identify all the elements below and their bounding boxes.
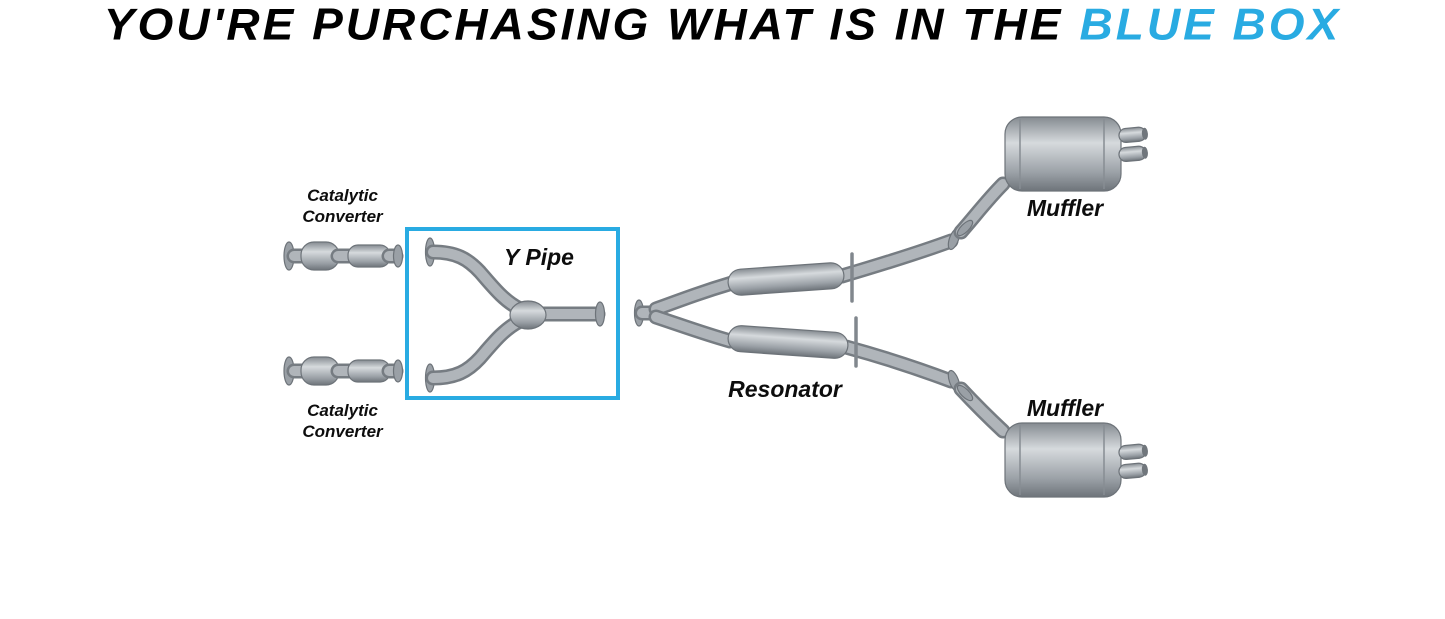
- catalytic-converter-top-graphic: [284, 242, 403, 270]
- label-y-pipe: Y Pipe: [504, 244, 574, 270]
- title-text: YOU'RE PURCHASING WHAT IS IN THE: [103, 0, 1064, 49]
- label-catalytic-converter-top: Catalytic Converter: [302, 186, 383, 226]
- title-highlight-text: BLUE BOX: [1079, 0, 1342, 49]
- resonator-top-graphic: [727, 262, 845, 296]
- label-muffler-bottom: Muffler: [1026, 395, 1104, 421]
- intermediate-pipe-graphic: [633, 227, 961, 393]
- label-resonator: Resonator: [728, 376, 842, 402]
- y-pipe-graphic: [424, 237, 606, 393]
- catalytic-converter-bottom-graphic: [284, 357, 403, 385]
- muffler-top-graphic: [953, 116, 1148, 240]
- resonator-bottom-graphic: [727, 325, 849, 359]
- muffler-bottom-graphic: [953, 381, 1148, 498]
- blue-box-highlight: [405, 227, 620, 400]
- label-catalytic-converter-bottom: Catalytic Converter: [302, 401, 383, 441]
- label-muffler-top: Muffler: [1026, 195, 1104, 221]
- page-title: YOU'RE PURCHASING WHAT IS IN THE BLUE BOX: [0, 0, 1445, 48]
